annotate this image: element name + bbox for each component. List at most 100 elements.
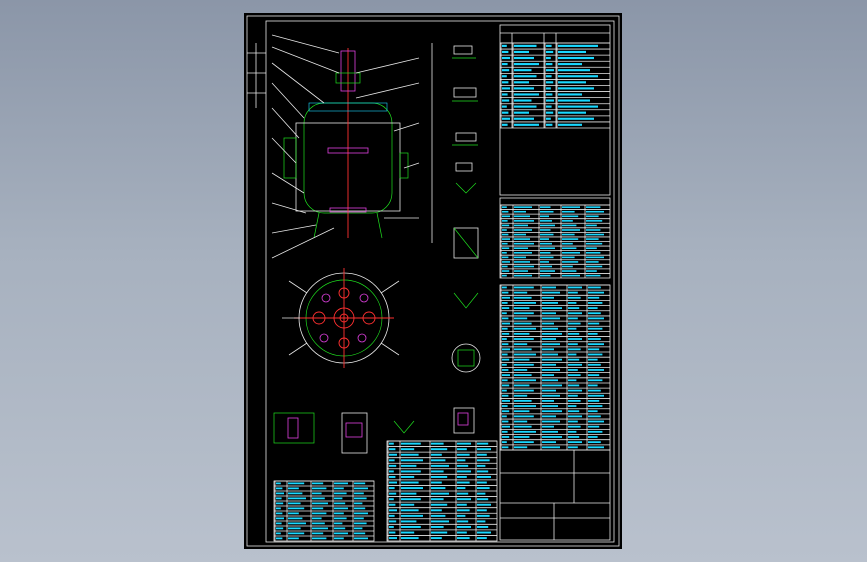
table-cell-text <box>276 522 282 525</box>
table-cell-text <box>558 117 594 120</box>
table-cell-text <box>546 87 551 90</box>
table-cell-text <box>540 265 552 268</box>
table-cell-text <box>477 498 489 501</box>
table-cell-text <box>540 242 552 245</box>
table-cell-text <box>588 327 603 330</box>
table-cell-text <box>558 99 590 102</box>
table-cell-text <box>588 446 604 449</box>
table-cell-text <box>542 374 554 377</box>
table-cell-text <box>502 229 507 231</box>
table-cell-text <box>568 343 578 346</box>
table-cell-text <box>312 487 327 490</box>
table-cell-text <box>288 512 299 515</box>
table-cell-text <box>542 415 556 418</box>
table-cell-text <box>568 338 582 340</box>
table-cell-text <box>502 394 509 397</box>
table-cell-text <box>568 363 582 366</box>
table-cell-text <box>334 517 347 520</box>
table-cell-text <box>401 514 423 517</box>
table-cell-text <box>588 302 603 304</box>
table-cell-text <box>514 415 534 418</box>
table-cell-text <box>514 343 528 346</box>
table-cell-text <box>568 317 578 320</box>
table-cell-text <box>568 353 577 356</box>
table-cell-text <box>312 497 325 500</box>
table-cell-text <box>401 453 419 456</box>
table-cell-text <box>334 487 344 490</box>
table-cell-text <box>542 317 560 320</box>
table-cell-text <box>401 470 421 473</box>
table-cell-text <box>588 405 603 407</box>
table-cell-text <box>586 265 603 268</box>
table-cell-text <box>502 430 508 433</box>
table-cell-text <box>334 537 344 540</box>
table-cell-text <box>312 522 325 525</box>
table-cell-text <box>389 442 394 445</box>
table-cell-text <box>514 256 526 259</box>
table-cell-text <box>502 405 508 407</box>
table-cell-text <box>334 532 348 535</box>
table-cell-text <box>334 492 347 495</box>
table-cell-text <box>312 482 324 485</box>
table-cell-text <box>542 441 556 444</box>
table-cell-text <box>502 415 507 418</box>
table-cell-text <box>288 522 306 525</box>
table-cell-text <box>514 123 539 126</box>
table-cell-text <box>588 425 600 428</box>
table-cell-text <box>542 312 556 315</box>
table-cell-text <box>546 99 554 102</box>
table-cell-text <box>477 476 491 478</box>
table-cell-text <box>562 256 575 259</box>
table-cell-text <box>389 481 397 484</box>
table-cell-text <box>354 507 366 510</box>
table-cell-text <box>457 487 466 490</box>
table-cell-text <box>588 420 604 423</box>
table-cell-text <box>546 111 554 114</box>
table-cell-text <box>502 210 509 213</box>
table-cell-text <box>502 261 510 263</box>
table-cell-text <box>514 389 534 392</box>
table-cell-text <box>502 44 507 47</box>
table-cell-text <box>354 537 368 540</box>
table-cell-text <box>502 105 507 108</box>
table-cell-text <box>562 224 577 227</box>
table-cell-text <box>514 56 534 60</box>
table-cell-text <box>540 270 555 272</box>
table-cell-text <box>514 270 528 272</box>
table-cell-text <box>542 369 560 371</box>
table-cell-text <box>477 470 489 473</box>
table-cell-text <box>514 117 534 120</box>
table-cell-text <box>334 507 348 510</box>
table-cell-text <box>477 442 489 445</box>
table-cell-text <box>457 498 471 501</box>
table-cell-text <box>477 487 490 490</box>
table-cell-text <box>514 348 532 351</box>
parts-rows <box>500 284 610 450</box>
table-cell-text <box>562 261 579 263</box>
table-cell-text <box>457 453 470 456</box>
table-cell-text <box>514 307 530 309</box>
table-cell-text <box>477 531 491 534</box>
table-cell-text <box>586 206 601 208</box>
table-cell-text <box>546 50 554 54</box>
table-cell-text <box>514 338 534 340</box>
table-cell-text <box>477 453 487 456</box>
table-cell-text <box>542 436 562 438</box>
table-cell-text <box>276 502 284 505</box>
table-cell-text <box>401 481 419 484</box>
table-cell-text <box>502 117 510 120</box>
table-cell-text <box>502 111 509 114</box>
table-cell-text <box>502 441 507 444</box>
table-cell-text <box>276 527 284 530</box>
table-cell-text <box>312 517 322 520</box>
table-cell-text <box>389 498 394 501</box>
table-cell-text <box>514 75 537 78</box>
table-cell-text <box>558 69 590 72</box>
table-cell-text <box>514 379 536 382</box>
table-cell-text <box>568 348 581 351</box>
table-cell-text <box>502 307 510 309</box>
table-cell-text <box>457 448 467 451</box>
table-cell-text <box>514 265 534 268</box>
table-cell-text <box>502 446 509 449</box>
table-cell-text <box>477 520 486 523</box>
